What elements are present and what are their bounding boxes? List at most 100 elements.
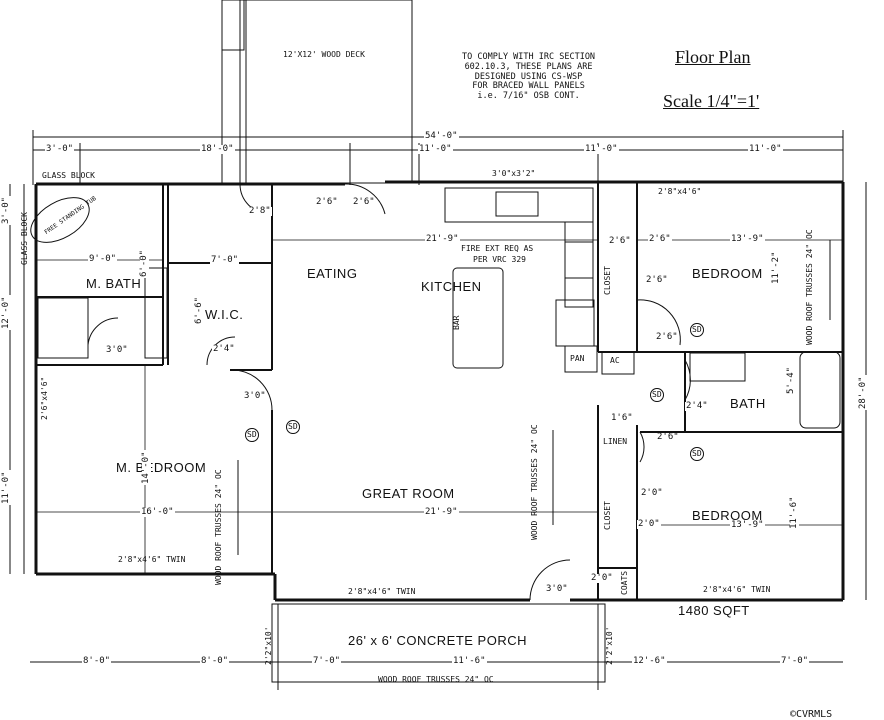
dim-bed1-height: 11'-2" <box>771 250 781 285</box>
door-16: 2'0" <box>590 573 614 583</box>
window-bed2: 2'8"x4'6" TWIN <box>703 585 771 594</box>
door-5: 2'4" <box>212 344 236 354</box>
deck-outline <box>221 0 413 184</box>
dim-great-width: 21'-9" <box>424 507 459 517</box>
door-9: 2'6" <box>645 275 669 285</box>
door-15: 2'0" <box>637 519 661 529</box>
dim-top-2: 18'-0" <box>200 144 235 154</box>
dim-bottom-6: 7'-0" <box>780 656 810 666</box>
bath-vanity <box>689 352 746 382</box>
door-17: 3'0" <box>545 584 569 594</box>
room-porch: 26' x 6' CONCRETE PORCH <box>348 633 527 648</box>
sink <box>495 191 539 217</box>
ac-closet <box>601 351 635 375</box>
scale-label: Scale 1/4"=1' <box>663 91 760 111</box>
dim-top-1: 3'-0" <box>45 144 75 154</box>
dim-bed1-width: 13'-9" <box>730 234 765 244</box>
dim-mbed-width: 16'-0" <box>140 507 175 517</box>
door-12: 2'6" <box>656 432 680 442</box>
window-top: 3'0"x3'2" <box>492 169 536 178</box>
room-master-bedroom: M. BEDROOM <box>116 460 207 475</box>
smoke-detector-1: SD <box>286 420 300 434</box>
dim-wic-height: 6'-6" <box>194 295 204 325</box>
dim-left-1: 3'-0" <box>1 195 11 225</box>
room-bedroom-2: BEDROOM <box>692 508 763 523</box>
door-10: 2'6" <box>655 332 679 342</box>
smoke-detector-4: SD <box>650 388 664 402</box>
door-13: 1'6" <box>610 413 634 423</box>
pantry-label: PAN <box>570 354 585 363</box>
dim-left-3: 11'-0" <box>1 470 11 505</box>
window-mbed: 2'8"x4'6" TWIN <box>118 555 186 564</box>
plan-title: Floor Plan <box>675 47 751 67</box>
dim-right-total: 28'-0" <box>858 375 868 410</box>
trusses-right: WOOD ROOF TRUSSES 24" OC <box>805 229 814 345</box>
dim-mbath-height: 6'-0" <box>139 248 149 278</box>
shower <box>37 297 89 359</box>
counter-side <box>564 221 594 308</box>
post-left: 2'2"x10' <box>264 626 273 665</box>
closet-1-label: CLOSET <box>603 266 612 295</box>
door-8: 2'6" <box>648 234 672 244</box>
smoke-detector-2: SD <box>245 428 259 442</box>
ac-label: AC <box>610 356 620 365</box>
door-3: 2'6" <box>352 197 376 207</box>
total-area: 1480 SQFT <box>678 603 750 618</box>
room-wic: W.I.C. <box>205 307 244 322</box>
deck-label: 12'X12' WOOD DECK <box>283 50 365 59</box>
kitchen-island <box>452 267 504 369</box>
window-bed1: 2'8"x4'6" <box>658 187 702 196</box>
dim-bed2-height: 11'-6" <box>789 495 799 530</box>
fire-ext-note-2: PER VRC 329 <box>473 255 526 264</box>
dim-closet-width: 7'-0" <box>210 255 240 265</box>
dim-mbath-width: 9'-0" <box>88 254 118 264</box>
free-standing-tub <box>30 197 90 243</box>
dim-bottom-4: 11'-6" <box>452 656 487 666</box>
dim-top-total: 54'-0" <box>424 131 459 141</box>
door-4: 3'0" <box>105 345 129 355</box>
vanity <box>144 267 168 359</box>
coats-label: COATS <box>620 570 629 595</box>
room-master-bath: M. BATH <box>86 276 142 291</box>
dim-left-2: 12'-0" <box>1 295 11 330</box>
door-6: 3'0" <box>243 391 267 401</box>
room-eating: EATING <box>307 266 358 281</box>
porch-outline <box>271 603 606 683</box>
door-2: 2'6" <box>315 197 339 207</box>
dim-bed2-width: 13'-9" <box>730 520 765 530</box>
linen-label: LINEN <box>603 437 628 446</box>
trusses-center: WOOD ROOF TRUSSES 24" OC <box>530 424 539 540</box>
door-1: 2'8" <box>248 206 272 216</box>
room-bath: BATH <box>730 396 766 411</box>
smoke-detector-3: SD <box>690 323 704 337</box>
glass-block-top: GLASS BLOCK <box>42 171 95 180</box>
trusses-left: WOOD ROOF TRUSSES 24" OC <box>214 469 223 585</box>
dim-bottom-3: 7'-0" <box>312 656 342 666</box>
watermark: ©CVRMLS <box>790 709 833 720</box>
room-bedroom-1: BEDROOM <box>692 266 763 281</box>
dim-bottom-5: 12'-6" <box>632 656 667 666</box>
room-kitchen: KITCHEN <box>421 279 482 294</box>
dim-bottom-1: 8'-0" <box>82 656 112 666</box>
pantry <box>564 345 598 373</box>
fire-ext-note: FIRE EXT REQ AS <box>461 244 534 253</box>
kitchen-counter <box>444 187 594 223</box>
glass-block-side: GLASS BLOCK <box>20 212 29 265</box>
dim-mbed-height: 14'-0" <box>141 450 151 485</box>
bath-tub <box>799 351 841 429</box>
door-11: 2'4" <box>685 401 709 411</box>
post-right: 2'2"x10' <box>605 626 614 665</box>
dim-top-3: 11'-0" <box>418 144 453 154</box>
door-14: 2'0" <box>640 488 664 498</box>
dim-top-4: 11'-0" <box>584 144 619 154</box>
window-great: 2'8"x4'6" TWIN <box>348 587 416 596</box>
smoke-detector-5: SD <box>690 447 704 461</box>
closet-2-label: CLOSET <box>603 501 612 530</box>
dim-bottom-2: 8'-0" <box>200 656 230 666</box>
dim-bath-height: 5'-4" <box>786 365 796 395</box>
window-mbath: 2'6"x4'6" <box>40 376 49 420</box>
trusses-bottom: WOOD ROOF TRUSSES 24" OC <box>378 675 494 684</box>
range <box>564 241 594 279</box>
